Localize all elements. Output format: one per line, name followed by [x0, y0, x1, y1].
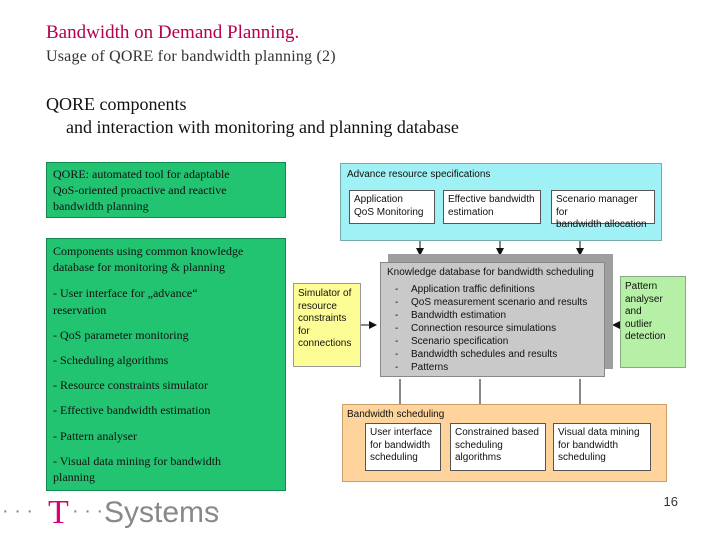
- knowledge-item: Scenario specification: [395, 335, 587, 348]
- box-line: analyser and: [625, 293, 663, 318]
- component-item: - Resource constraints simulator: [53, 378, 208, 393]
- knowledge-database: Knowledge database for bandwidth schedul…: [380, 262, 605, 377]
- box-line: Constrained based: [455, 427, 539, 438]
- knowledge-item: Patterns: [395, 361, 587, 374]
- component-item: - Effective bandwidth estimation: [53, 403, 211, 418]
- component-item: - User interface for „advance“: [53, 286, 198, 301]
- box-line: for: [298, 325, 310, 337]
- bandwidth-scheduling: Bandwidth scheduling User interface for …: [342, 404, 667, 482]
- box-line: Scenario manager for: [556, 194, 638, 218]
- component-item: - Visual data mining for bandwidth: [53, 453, 222, 468]
- logo-dot-right: ·: [214, 500, 221, 522]
- box-line: estimation: [448, 206, 494, 218]
- box-line: User interface: [370, 427, 433, 438]
- slide-subtitle: Usage of QORE for bandwidth planning (2): [46, 48, 336, 65]
- box-line: for bandwidth: [558, 439, 619, 451]
- component-item: - QoS parameter monitoring: [53, 327, 189, 342]
- knowledge-item: Application traffic definitions: [395, 283, 587, 296]
- box-line: Pattern: [625, 281, 658, 292]
- box-line: Effective bandwidth: [448, 194, 535, 205]
- component-item-cont: planning: [53, 469, 95, 484]
- knowledge-item: QoS measurement scenario and results: [395, 296, 587, 309]
- effective-bandwidth-box: Effective bandwidth estimation: [443, 190, 541, 224]
- box-line: algorithms: [455, 452, 502, 463]
- visual-data-mining-box: Visual data mining for bandwidth schedul…: [553, 423, 651, 471]
- box-line: constraints: [298, 313, 347, 324]
- scheduling-label: Bandwidth scheduling: [347, 409, 445, 420]
- advance-label: Advance resource specifications: [347, 169, 491, 180]
- user-interface-box: User interface for bandwidth scheduling: [365, 423, 441, 471]
- logo-word: Systems: [104, 496, 220, 529]
- slide-title: Bandwidth on Demand Planning.: [46, 22, 300, 43]
- box-line: QoS Monitoring: [354, 206, 424, 218]
- knowledge-items: Application traffic definitions QoS meas…: [395, 283, 587, 374]
- knowledge-item: Bandwidth schedules and results: [395, 348, 587, 361]
- box-line: Application: [354, 194, 403, 205]
- components-intro-1: Components using common knowledge: [53, 244, 244, 258]
- advance-resource-specifications: Advance resource specifications Applicat…: [340, 163, 662, 241]
- box-line: outlier: [625, 318, 653, 330]
- box-line: bandwidth allocation: [556, 219, 647, 230]
- knowledge-item: Bandwidth estimation: [395, 309, 587, 322]
- qore-line-2: QoS-oriented proactive and reactive: [53, 183, 227, 198]
- components-intro-2: database for monitoring & planning: [53, 260, 225, 275]
- constrained-scheduling-box: Constrained based scheduling algorithms: [450, 423, 546, 471]
- component-item-cont: reservation: [53, 302, 107, 317]
- logo-dots-left: · · ·: [2, 500, 34, 522]
- app-qos-monitoring-box: Application QoS Monitoring: [349, 190, 435, 224]
- component-item: - Pattern analyser: [53, 428, 137, 443]
- page-number: 16: [663, 494, 678, 509]
- box-line: detection: [625, 331, 666, 342]
- section-heading: QORE components: [46, 94, 187, 114]
- box-line: for bandwidth: [370, 439, 431, 451]
- box-line: connections: [298, 338, 352, 349]
- logo-dots-mid: · · ·: [72, 500, 104, 522]
- qore-line-3: bandwidth planning: [53, 199, 149, 214]
- pattern-analyser-box: Pattern analyser and outlier detection: [620, 276, 686, 368]
- components-box: Components using common knowledge databa…: [46, 238, 286, 491]
- box-line: Simulator of: [298, 288, 352, 299]
- box-line: scheduling: [455, 439, 503, 451]
- knowledge-label: Knowledge database for bandwidth schedul…: [387, 267, 594, 278]
- component-item: - Scheduling algorithms: [53, 352, 169, 367]
- simulator-box: Simulator of resource constraints for co…: [293, 283, 361, 367]
- qore-line-1: QORE: automated tool for adaptable: [53, 167, 230, 181]
- box-line: scheduling: [370, 452, 418, 463]
- section-subheading: and interaction with monitoring and plan…: [66, 117, 459, 137]
- knowledge-item: Connection resource simulations: [395, 322, 587, 335]
- qore-description-box: QORE: automated tool for adaptable QoS-o…: [46, 162, 286, 218]
- box-line: scheduling: [558, 452, 606, 463]
- t-systems-logo: · · · T · · · Systems ·: [0, 494, 240, 538]
- box-line: Visual data mining: [558, 427, 640, 438]
- scenario-manager-box: Scenario manager for bandwidth allocatio…: [551, 190, 655, 230]
- logo-t: T: [48, 494, 69, 531]
- box-line: resource: [298, 300, 337, 312]
